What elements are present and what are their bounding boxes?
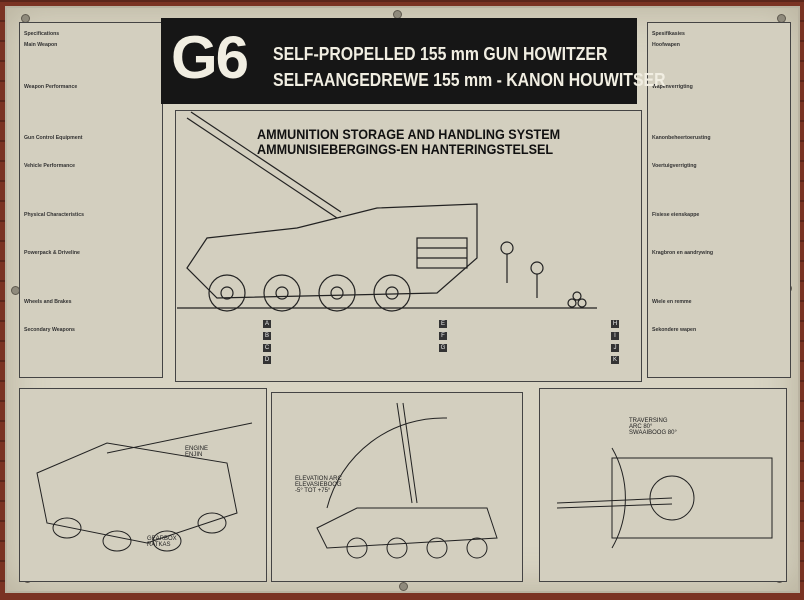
right-spec-section: Kanonbeheertoerusting [652, 134, 711, 141]
right-spec-section: Wiele en remme [652, 298, 692, 305]
right-specs-title: Spesifikasies [652, 31, 685, 37]
left-specs-panel: Specifications Main Weapon Weapon Perfor… [19, 22, 163, 378]
gearbox-label: GEARBOX RATKAS [147, 536, 177, 548]
right-spec-section: Hoofwapen [652, 41, 680, 48]
key-e: E [439, 320, 447, 328]
left-spec-section: Weapon Performance [24, 84, 78, 90]
left-spec-section: Physical Characteristics [24, 211, 84, 218]
elevation-label: ELEVATION ARC ELEVASIEBOOG -5° TOT +75° [295, 476, 342, 494]
key-b: B [263, 332, 271, 340]
key-k: K [611, 356, 619, 364]
right-spec-section: Kragbron en aandrywing [652, 250, 714, 256]
key-i: I [611, 332, 619, 340]
key-g: G [439, 344, 447, 352]
engine-label: ENGINE ENJIN [185, 446, 209, 458]
bottom-middle-panel [271, 392, 523, 582]
right-spec-section: Sekondere wapen [652, 327, 697, 333]
right-spec-section: Fisiese eienskappe [652, 211, 700, 218]
title-banner: G6 SELF-PROPELLED 155 mm GUN HOWITZER SE… [161, 18, 666, 104]
logo-g6: G6 [171, 24, 249, 91]
key-f: F [439, 332, 447, 340]
left-spec-section: Powerpack & Driveline [24, 250, 80, 256]
right-spec-section: Voertuigverrigting [652, 163, 697, 169]
right-specs-panel: Spesifikasies Hoofwapen Wapenverrigting … [647, 22, 791, 378]
bottom-right-panel [539, 388, 787, 582]
ammo-heading-en: AMMUNITION STORAGE AND HANDLING SYSTEM [257, 126, 561, 142]
title-line-1: SELF-PROPELLED 155 mm GUN HOWITZER [273, 44, 608, 64]
vehicle-isometric-drawing [36, 422, 253, 552]
key-j: J [611, 344, 619, 352]
key-h: H [611, 320, 619, 328]
left-specs-title: Specifications [24, 31, 60, 37]
traverse-top-drawing [556, 447, 773, 549]
screw-icon [399, 582, 408, 591]
left-spec-section: Secondary Weapons [24, 327, 75, 333]
ammo-heading-af: AMMUNISIEBERGINGS-EN HANTERINGSTELSEL [257, 141, 554, 157]
left-spec-section: Gun Control Equipment [24, 134, 83, 141]
left-spec-section: Vehicle Performance [24, 163, 76, 169]
left-spec-section: Main Weapon [24, 41, 58, 48]
howitzer-cutaway-drawing [177, 111, 597, 312]
elevation-side-drawing [316, 402, 498, 559]
key-d: D [263, 356, 271, 364]
bottom-left-panel [19, 388, 267, 582]
key-c: C [263, 344, 271, 352]
title-line-2: SELFAANGEDREWE 155 mm - KANON HOUWITSER [273, 70, 666, 90]
key-a: A [263, 320, 271, 328]
left-spec-section: Wheels and Brakes [24, 298, 72, 305]
right-spec-section: Wapenverrigting [652, 84, 693, 90]
traverse-label: TRAVERSING ARC 80° SWAAIBOOG 80° [629, 418, 677, 436]
ammo-panel [175, 110, 642, 382]
info-board: Specifications Main Weapon Weapon Perfor… [5, 6, 800, 593]
